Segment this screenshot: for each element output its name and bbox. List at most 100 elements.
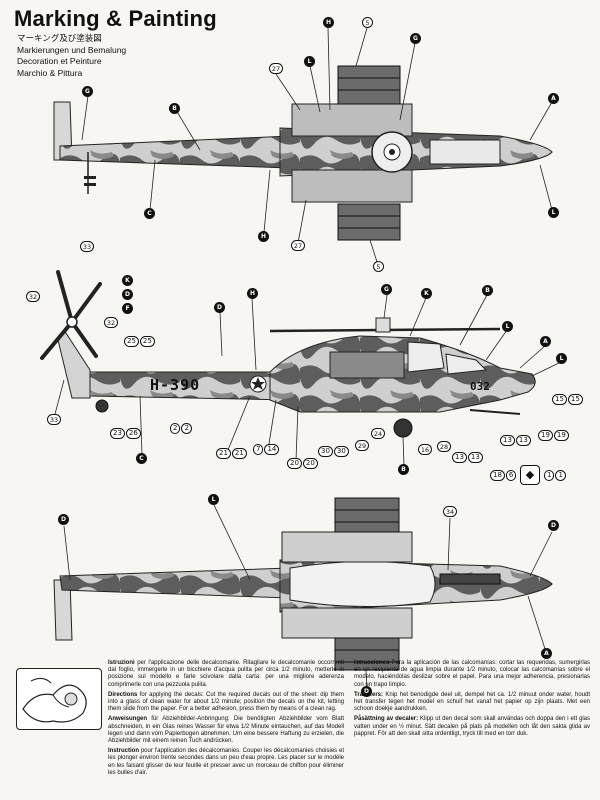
label-B-bottom: B (398, 464, 409, 475)
subtitle-block: マーキング及び塗装図 Markierungen und Bemalung Dec… (17, 33, 126, 79)
side-view-drawing (40, 270, 562, 467)
label-2: 2 (170, 423, 181, 434)
label-32-left: 32 (26, 291, 40, 302)
label-G-left: G (82, 86, 93, 97)
label-20: 20 (287, 458, 302, 469)
instruction-text: pour l'application des décalcomanies. Co… (108, 748, 344, 776)
nose-code: 032 (470, 380, 490, 393)
label-24: 24 (371, 428, 385, 439)
instruction-english: Directions for applying the decals: Cut … (108, 692, 344, 714)
label-B-left: B (169, 103, 180, 114)
label-G-side: G (381, 284, 392, 295)
label-5-bottom: 5 (373, 261, 384, 272)
label-13d: 13 (515, 435, 531, 446)
fuselage-code: H-390 (150, 376, 201, 394)
label-D-left: D (58, 514, 69, 525)
instruction-heading: Directions (108, 691, 138, 698)
label-L-right: L (548, 207, 559, 218)
label-13b: 13 (467, 452, 483, 463)
instruction-french: Instruction pour l'application des décal… (108, 748, 344, 777)
label-27-top: 27 (269, 63, 283, 74)
label-26: 26 (125, 428, 141, 439)
label-23: 23 (110, 428, 125, 439)
label-14: 14 (264, 444, 280, 455)
label-1: 1 (544, 470, 555, 481)
label-H-side: H (247, 288, 258, 299)
label-K-1: K (122, 275, 133, 286)
instruction-heading: Påsättning av decaler: (354, 716, 419, 723)
label-L-mid: L (208, 494, 219, 505)
label-A-side: A (540, 336, 551, 347)
label-H-top: H (323, 17, 334, 28)
label-28: 28 (437, 441, 451, 452)
label-33-top: 33 (80, 241, 94, 252)
instruction-heading: Anweisungen (108, 716, 148, 723)
label-25: 25 (124, 336, 139, 347)
label-D-bottom: D (361, 686, 372, 697)
label-1b: 1 (555, 470, 566, 481)
label-7: 7 (253, 444, 264, 455)
label-30b: 30 (333, 446, 349, 457)
label-L-side-1: L (502, 321, 513, 332)
label-6: 6 (505, 470, 517, 481)
label-5-top: 5 (362, 17, 373, 28)
label-H-bottom: H (258, 231, 269, 242)
label-16: 16 (418, 444, 432, 455)
label-19b: 19 (553, 430, 569, 441)
label-27-bottom: 27 (291, 240, 305, 251)
label-34: 34 (443, 506, 457, 517)
label-29: 29 (355, 440, 369, 451)
label-21b: 21 (231, 448, 247, 459)
label-33-bottom: 33 (47, 414, 61, 425)
instruction-heading: Instruction (108, 748, 139, 755)
label-C-side: C (136, 453, 147, 464)
label-15b: 15 (567, 394, 583, 405)
instruction-text: per l'applicazione delle decalcomanie. R… (108, 660, 344, 688)
subtitle-french: Decoration et Peinture (17, 56, 102, 66)
instruction-text: Klipp ut den decal som skall användas oc… (354, 716, 590, 737)
instruction-text: Knip het benodigde deel uit, dempel het … (354, 691, 590, 713)
instruction-heading: Istruzioni (108, 660, 135, 666)
instruction-heading: Istrucciones (354, 660, 390, 666)
label-30: 30 (318, 446, 333, 457)
label-A-bottom: A (541, 648, 552, 659)
instructions-right-column: Istrucciones Para la aplicación de las c… (354, 660, 590, 741)
label-L-side-2: L (556, 353, 567, 364)
label-D-2: D (214, 302, 225, 313)
label-18: 18 (490, 470, 505, 481)
label-G-top: G (410, 33, 421, 44)
label-13: 13 (452, 452, 467, 463)
instruction-text: für Abziehbilder-Anbringung: Die benötig… (108, 716, 345, 745)
instruction-text: Para la aplicación de las calcomanías: c… (354, 660, 590, 688)
top-view-drawing (53, 27, 553, 266)
label-A-right: A (548, 93, 559, 104)
label-K-2: K (421, 288, 432, 299)
bottom-view-drawing (53, 497, 553, 689)
label-D-1: D (122, 289, 133, 300)
instructions-left-column: Istruzioni per l'applicazione delle deca… (108, 660, 344, 780)
sticker-icon: ◆ (520, 465, 540, 485)
instruction-heading: Transfers: (354, 691, 384, 698)
label-F-1: F (122, 303, 133, 314)
label-32-right: 32 (104, 317, 118, 328)
label-15: 15 (552, 394, 567, 405)
label-13c: 13 (500, 435, 515, 446)
instruction-german: Anweisungen für Abziehbilder-Anbringung:… (108, 716, 344, 745)
hand-icon (22, 677, 87, 723)
instruction-swedish: Påsättning av decaler: Klipp ut den deca… (354, 716, 590, 738)
label-B-side: B (482, 285, 493, 296)
subtitle-italian: Marchio & Pittura (17, 67, 83, 78)
label-21: 21 (216, 448, 231, 459)
